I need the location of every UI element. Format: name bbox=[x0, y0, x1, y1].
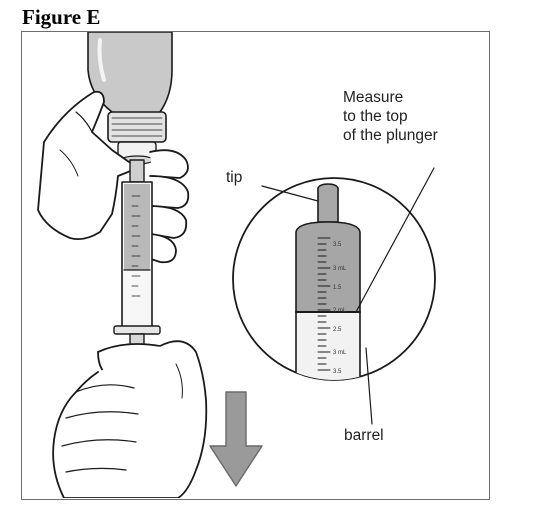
scale-mark: 3.5 bbox=[333, 369, 342, 375]
measure-label-line: Measure bbox=[343, 89, 404, 106]
syringe-barrel bbox=[113, 159, 161, 375]
scale-mark: 3 mL bbox=[333, 266, 347, 272]
barrel-leader bbox=[365, 347, 373, 425]
pull-down-arrow bbox=[209, 391, 263, 487]
measure-label: Measure to the top of the plunger bbox=[343, 88, 438, 145]
scale-mark: 2.5 bbox=[333, 327, 342, 333]
upper-hand bbox=[37, 90, 190, 264]
scale-mark: 3 mL bbox=[333, 350, 347, 356]
zoom-circle: 3.5 3 mL 1.5 2 mL 2.5 3 mL 3.5 bbox=[232, 177, 436, 381]
scale-mark: 3.5 bbox=[333, 242, 342, 248]
measure-leader bbox=[355, 167, 435, 313]
figure-title: Figure E bbox=[22, 5, 101, 29]
scale-mark: 1.5 bbox=[333, 285, 342, 291]
barrel-label: barrel bbox=[344, 427, 384, 444]
lower-hand bbox=[52, 340, 208, 498]
tip-leader bbox=[261, 185, 319, 202]
measure-label-line: to the top bbox=[343, 108, 408, 125]
tip-label: tip bbox=[226, 169, 243, 186]
measure-label-line: of the plunger bbox=[343, 127, 438, 144]
scale-mark: 2 mL bbox=[333, 308, 347, 314]
